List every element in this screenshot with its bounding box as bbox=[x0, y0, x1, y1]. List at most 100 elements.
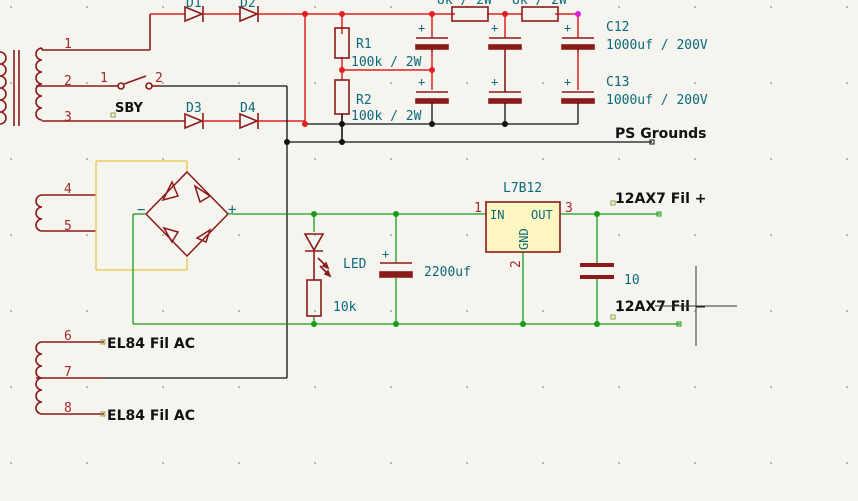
transformer-primary-winding bbox=[0, 51, 7, 125]
switch-pin-left: 1 bbox=[100, 71, 108, 86]
regulator-in: IN bbox=[490, 208, 504, 222]
led-label: LED bbox=[343, 257, 367, 272]
grid-dot bbox=[846, 310, 848, 312]
grid-dot bbox=[390, 234, 392, 236]
led-resistor-value: 10k bbox=[333, 300, 357, 315]
grid-dot bbox=[10, 310, 12, 312]
grid-dot bbox=[618, 386, 620, 388]
grid-dot bbox=[86, 158, 88, 160]
grid-dot bbox=[10, 386, 12, 388]
plus-mark: + bbox=[418, 75, 425, 89]
plus-mark: + bbox=[564, 75, 571, 89]
grid-dot bbox=[466, 310, 468, 312]
plus-mark: + bbox=[491, 21, 498, 35]
grid-dot bbox=[162, 6, 164, 8]
grid-dot bbox=[694, 6, 696, 8]
c13-value: 1000uf / 200V bbox=[606, 93, 708, 108]
grid-dot bbox=[314, 310, 316, 312]
grid-dot bbox=[390, 462, 392, 464]
grid-dot bbox=[86, 6, 88, 8]
grid-dot bbox=[10, 234, 12, 236]
label-anchor bbox=[610, 200, 616, 206]
diode-label-d4: D4 bbox=[240, 101, 256, 116]
grid-dot bbox=[86, 234, 88, 236]
grid-dot bbox=[314, 234, 316, 236]
transformer bbox=[0, 47, 185, 415]
junction bbox=[429, 67, 435, 73]
grid-dot bbox=[770, 462, 772, 464]
grid-dot bbox=[618, 6, 620, 8]
grid-dot bbox=[314, 6, 316, 8]
pin-number-7: 7 bbox=[64, 365, 72, 380]
diode-label-d3: D3 bbox=[186, 101, 202, 116]
filter-cap-plus: + bbox=[382, 247, 389, 261]
grid-dot bbox=[390, 386, 392, 388]
grid-dot bbox=[770, 158, 772, 160]
grid-dot bbox=[846, 462, 848, 464]
grid-dot bbox=[162, 234, 164, 236]
fil-plus-label: 12AX7 Fil + bbox=[615, 191, 707, 207]
grid-dot bbox=[542, 386, 544, 388]
grid-dot bbox=[314, 82, 316, 84]
grid-dot bbox=[542, 158, 544, 160]
label-anchor bbox=[100, 339, 106, 345]
c13-ref: C13 bbox=[606, 75, 629, 90]
diode-label-d2: D2 bbox=[240, 0, 256, 11]
grid-dot bbox=[238, 158, 240, 160]
grid-dot bbox=[694, 310, 696, 312]
regulator-ic bbox=[485, 201, 561, 253]
bridge-minus: − bbox=[137, 202, 145, 218]
grid-dot bbox=[770, 310, 772, 312]
grid-dot bbox=[618, 234, 620, 236]
diode-d4 bbox=[239, 112, 260, 130]
fil-minus-label: 12AX7 Fil − bbox=[615, 299, 707, 315]
junction bbox=[339, 67, 345, 73]
junction bbox=[302, 11, 308, 17]
fil-plus-anchor bbox=[656, 211, 662, 217]
grid-dot bbox=[694, 462, 696, 464]
switch-anchor bbox=[110, 112, 116, 118]
pin-number-5: 5 bbox=[64, 219, 72, 234]
diode-d1 bbox=[184, 5, 205, 23]
grid-dot bbox=[86, 310, 88, 312]
winding-top bbox=[35, 47, 43, 121]
r2-value: 100k / 2W bbox=[351, 109, 422, 124]
grid-dot bbox=[694, 82, 696, 84]
grid-dot bbox=[162, 310, 164, 312]
grid-dot bbox=[618, 82, 620, 84]
grid-dot bbox=[238, 234, 240, 236]
grid-dot bbox=[390, 82, 392, 84]
hv-capacitors bbox=[415, 37, 595, 104]
bridge-plus: + bbox=[228, 202, 236, 218]
junction bbox=[594, 321, 600, 327]
grid-dot bbox=[10, 82, 12, 84]
label-anchor bbox=[100, 411, 106, 417]
grid-dot bbox=[770, 386, 772, 388]
grid-dot bbox=[390, 158, 392, 160]
junction bbox=[302, 121, 308, 127]
grid-dot bbox=[466, 462, 468, 464]
resistor-top-right bbox=[521, 6, 559, 22]
grid-dot bbox=[846, 234, 848, 236]
junction bbox=[429, 11, 435, 17]
regulator-out: OUT bbox=[531, 208, 553, 222]
junction bbox=[284, 139, 290, 145]
junction bbox=[311, 321, 317, 327]
grid-dot bbox=[770, 82, 772, 84]
grid-dot bbox=[314, 158, 316, 160]
ground-wires bbox=[104, 85, 652, 379]
pin-number-8: 8 bbox=[64, 401, 72, 416]
grid-dot bbox=[846, 82, 848, 84]
grid-dot bbox=[238, 462, 240, 464]
regulator-name: L7B12 bbox=[503, 181, 542, 196]
hv-diodes bbox=[149, 5, 260, 130]
crosshair-cursor bbox=[655, 266, 737, 346]
winding-mid bbox=[35, 194, 43, 232]
diode-label-d1: D1 bbox=[186, 0, 202, 11]
diode-d2 bbox=[239, 5, 260, 23]
output-cap-value: 10 bbox=[624, 273, 640, 288]
grid-dot bbox=[466, 82, 468, 84]
indicator-led bbox=[303, 233, 332, 280]
bleeder-resistors bbox=[334, 6, 559, 142]
junction bbox=[339, 139, 345, 145]
